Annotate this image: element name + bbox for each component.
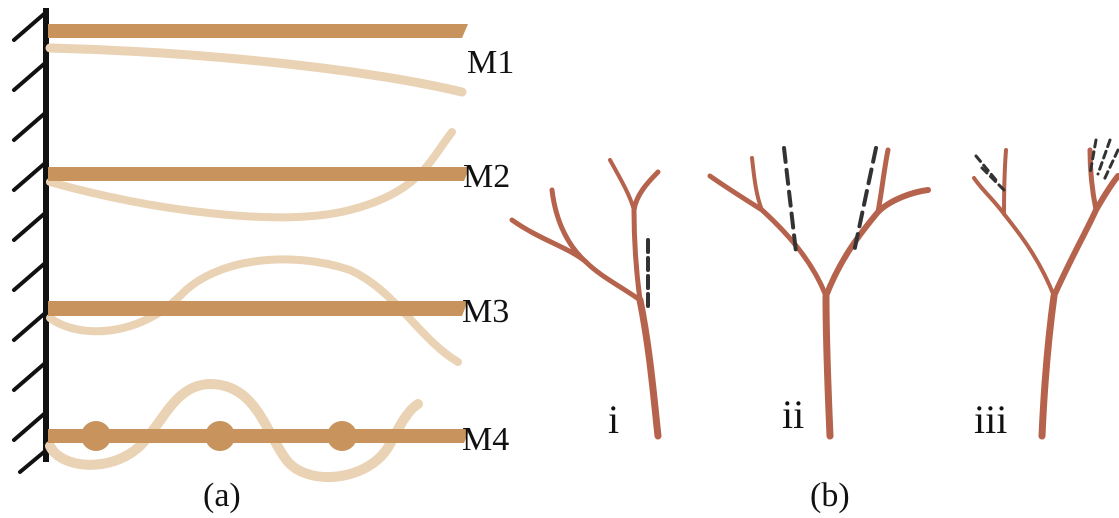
- tree-iii: [972, 138, 1119, 440]
- tree-ii-branch: [750, 156, 764, 212]
- panel-b-caption: (b): [810, 477, 850, 514]
- mode-2-deformed-shape: [46, 128, 456, 222]
- tree-i-branch: [608, 158, 636, 212]
- tree-ii-label: ii: [782, 392, 804, 437]
- tree-i-label: i: [608, 397, 619, 442]
- panel-a: M1 M2 M3 M4 (a): [12, 8, 514, 514]
- mode-4-node: [205, 421, 235, 451]
- tree-i-trunk: [636, 296, 662, 440]
- panel-b: i ii iii (b): [509, 138, 1119, 514]
- tree-iii-label: iii: [974, 397, 1007, 442]
- tree-i: [509, 158, 662, 440]
- tree-iii-branch: [972, 176, 1056, 298]
- mode-1-label: M1: [467, 44, 514, 81]
- mode-1-beam: [48, 24, 468, 38]
- mode-3: [46, 255, 468, 366]
- mode-4-node: [81, 421, 111, 451]
- tree-ii-trunk: [822, 292, 834, 440]
- fixed-wall: [12, 8, 49, 474]
- tree-i-branch: [509, 217, 643, 303]
- tree-ii-branch: [707, 173, 829, 299]
- mode-3-label: M3: [462, 293, 509, 330]
- tree-iii-dashed-line: [980, 166, 1006, 192]
- mode-4-beam: [48, 429, 470, 443]
- mode-2-beam: [48, 167, 470, 181]
- tree-iii-branch: [1002, 148, 1008, 216]
- tree-iii-dashed-line: [974, 154, 998, 182]
- tree-ii: [707, 146, 931, 440]
- mode-4-deformed-shape: [45, 378, 423, 482]
- mode-2: [46, 128, 470, 222]
- tree-iii-dashed-line: [1096, 138, 1112, 176]
- mode-4-label: M4: [462, 421, 509, 458]
- panel-a-caption: (a): [203, 477, 241, 514]
- tree-i-branch: [549, 187, 589, 265]
- mode-4: [45, 378, 470, 482]
- tree-iii-dashed-line: [1102, 148, 1119, 182]
- mode-3-beam: [48, 301, 468, 316]
- mode-4-node: [327, 421, 357, 451]
- mode-1: [45, 24, 468, 97]
- tree-iii-dashed-line: [1088, 138, 1098, 176]
- tree-iii-branch: [1051, 173, 1119, 299]
- tree-iii-trunk: [1038, 292, 1058, 440]
- tree-ii-branch: [875, 147, 891, 215]
- tree-ii-dashed-line: [782, 146, 798, 254]
- tree-iii-branch: [1087, 147, 1099, 213]
- mode-1-deformed-shape: [45, 43, 467, 97]
- tree-ii-dashed-line: [852, 146, 878, 254]
- mode-2-label: M2: [463, 158, 510, 195]
